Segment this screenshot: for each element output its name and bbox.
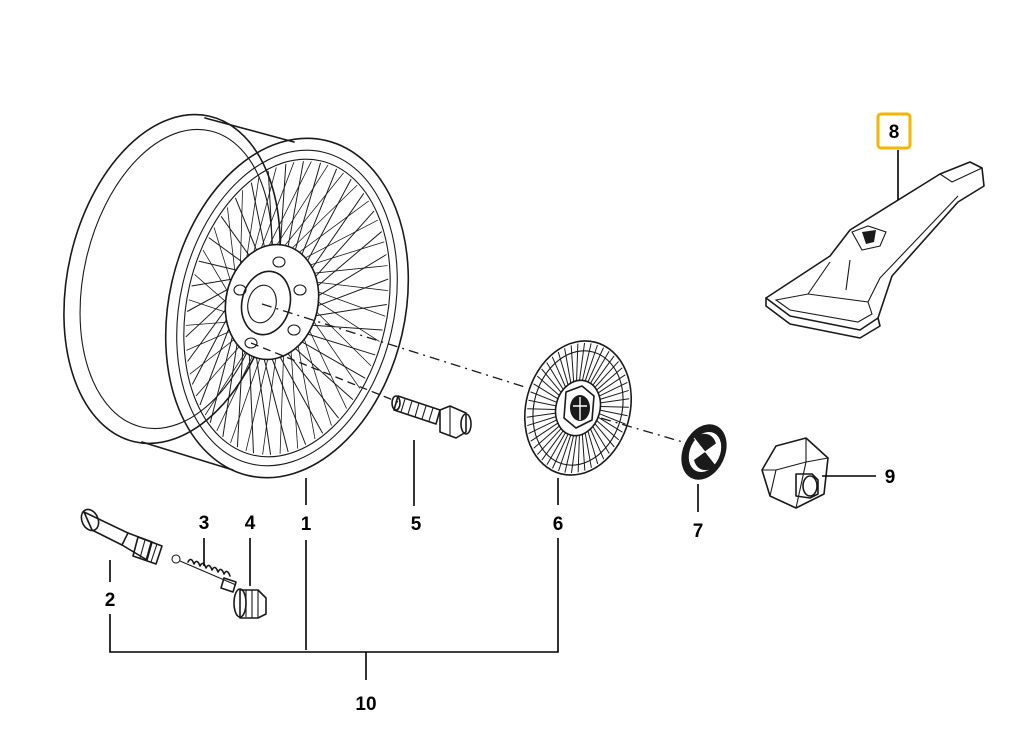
wire-spoke-wheel-icon[interactable] — [33, 93, 441, 502]
callout-4[interactable]: 4 — [245, 513, 256, 534]
callout-10[interactable]: 10 — [355, 694, 376, 715]
emblem-icon[interactable] — [673, 417, 736, 487]
valve-cap-icon[interactable] — [233, 588, 267, 619]
hub-cap-icon[interactable] — [510, 329, 646, 487]
callout-1[interactable]: 1 — [301, 514, 312, 535]
callout-7[interactable]: 7 — [693, 521, 704, 542]
valve-stem-icon[interactable] — [78, 507, 163, 565]
callout-6[interactable]: 6 — [553, 514, 564, 535]
wheel-bolt-icon[interactable] — [391, 395, 472, 439]
callout-9[interactable]: 9 — [885, 467, 896, 488]
hubcap-puller-tool-icon[interactable] — [765, 161, 985, 339]
callout-2[interactable]: 2 — [105, 590, 116, 611]
callout-numbers: 8 1 2 3 4 5 6 7 9 10 — [105, 112, 912, 715]
leader-lines — [109, 150, 899, 680]
callout-5[interactable]: 5 — [411, 514, 422, 535]
callout-3[interactable]: 3 — [199, 513, 210, 534]
valve-core-icon[interactable] — [171, 554, 237, 593]
callout-8[interactable]: 8 — [889, 122, 900, 143]
callout-8-highlight — [876, 112, 912, 150]
hub-nut-icon[interactable] — [761, 437, 829, 509]
